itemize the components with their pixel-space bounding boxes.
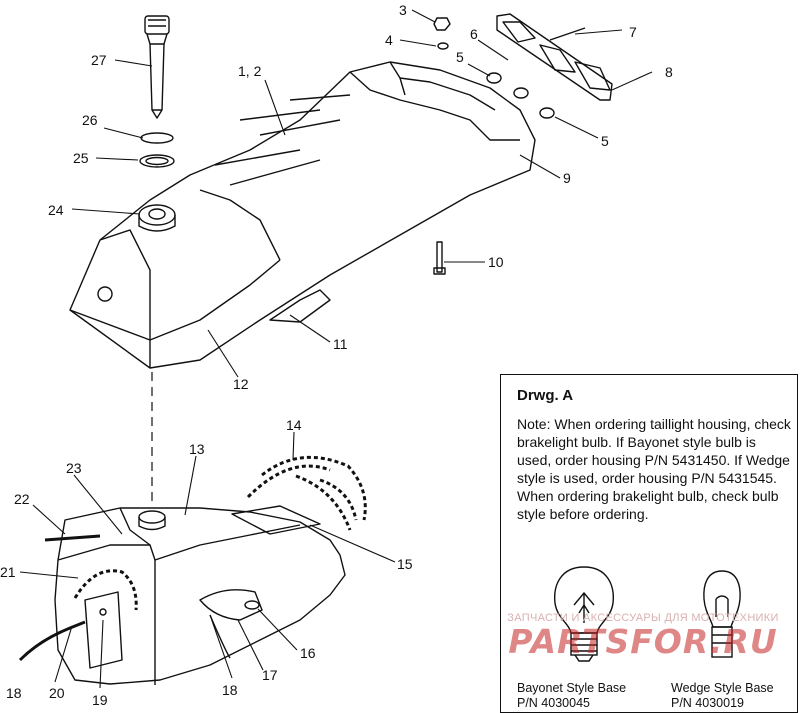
strap-parts [246, 455, 367, 531]
bayonet-bulb-icon [554, 566, 614, 662]
callout-13: 13 [189, 441, 205, 457]
drawing-a-panel: Drwg. A Note: When ordering taillight ho… [500, 374, 798, 713]
wedge-name: Wedge Style Base [671, 681, 774, 695]
callout-6: 6 [470, 26, 478, 42]
callout-26: 26 [82, 112, 98, 128]
callout-5-bottom: 5 [601, 133, 609, 149]
drawing-a-title: Drwg. A [517, 387, 574, 404]
callout-9: 9 [563, 170, 571, 186]
callout-15: 15 [397, 556, 413, 572]
fuel-tank [18, 505, 346, 685]
drawing-a-note: Note: When ordering taillight housing, c… [517, 416, 791, 522]
callout-5-top: 5 [456, 49, 464, 65]
taillight-parts [433, 13, 613, 119]
seat-assembly [69, 61, 536, 369]
callout-16: 16 [300, 645, 316, 661]
wedge-bulb-icon [703, 570, 741, 658]
wedge-part-number: P/N 4030019 [671, 696, 744, 710]
bayonet-name: Bayonet Style Base [517, 681, 627, 695]
callout-23: 23 [66, 460, 82, 476]
callout-19: 19 [92, 692, 108, 708]
callout-11: 11 [333, 336, 348, 352]
callout-21: 21 [0, 564, 16, 580]
callout-25: 25 [73, 150, 89, 166]
callout-18-left: 18 [6, 685, 22, 701]
callout-10: 10 [488, 254, 504, 270]
wedge-bulb-label: Wedge Style Base P/N 4030019 [671, 681, 774, 711]
callout-14: 14 [286, 417, 302, 433]
callout-24: 24 [48, 202, 64, 218]
callout-1-2: 1, 2 [238, 63, 262, 79]
bayonet-bulb-label: Bayonet Style Base P/N 4030045 [517, 681, 626, 711]
callout-8: 8 [665, 64, 673, 80]
callout-4: 4 [385, 32, 393, 48]
callout-20: 20 [49, 685, 65, 701]
callout-3: 3 [399, 2, 407, 18]
screw-part [433, 241, 446, 275]
callout-12: 12 [233, 376, 249, 392]
fuel-filler-parts [138, 15, 176, 232]
callout-17: 17 [262, 667, 278, 683]
callout-22: 22 [14, 491, 30, 507]
callout-27: 27 [91, 52, 107, 68]
leader-lines [19, 9, 653, 689]
bayonet-part-number: P/N 4030045 [517, 696, 590, 710]
callout-18-right: 18 [222, 682, 238, 698]
callout-7: 7 [629, 24, 637, 40]
